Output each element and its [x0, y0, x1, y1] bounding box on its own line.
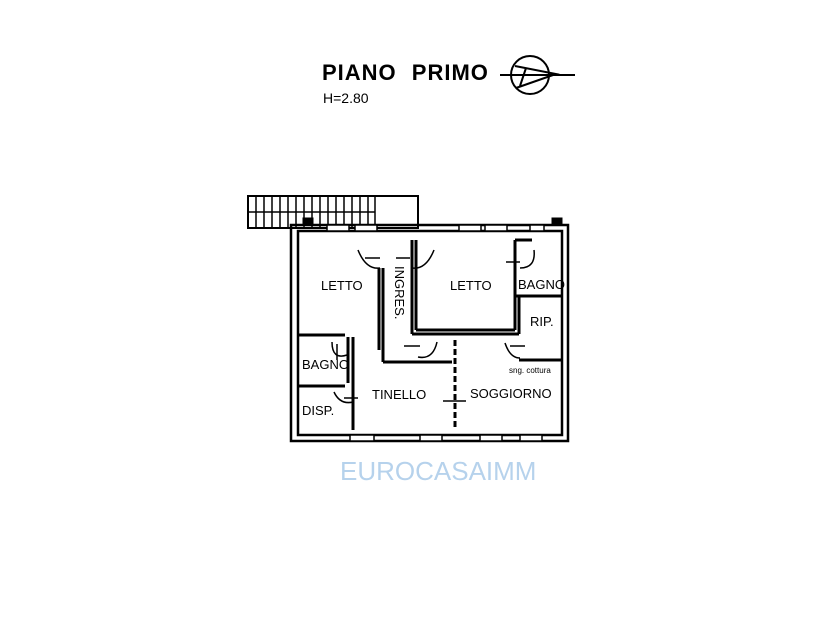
room-ripostiglio: RIP.: [530, 314, 554, 329]
room-tinello: TINELLO: [372, 387, 426, 402]
ceiling-height: H=2.80: [323, 90, 369, 106]
interior-walls: [298, 238, 562, 430]
door-swings: [331, 249, 535, 404]
room-bagno-left: BAGNO: [302, 357, 349, 372]
room-letto-left: LETTO: [321, 278, 363, 293]
room-soggiorno: SOGGIORNO: [470, 386, 552, 401]
compass-north-arrow-icon: [500, 55, 575, 95]
room-letto-right: LETTO: [450, 278, 492, 293]
outer-walls: [289, 223, 570, 443]
watermark: EUROCASAIMM: [340, 456, 536, 486]
angolo-cottura-label: sng. cottura: [509, 366, 551, 375]
plan-title: PIANO PRIMO: [322, 60, 489, 85]
balcony: [247, 195, 563, 229]
room-disp: DISP.: [302, 403, 334, 418]
room-bagno-right: BAGNO: [518, 277, 565, 292]
room-ingresso: INGRES.: [392, 266, 407, 319]
